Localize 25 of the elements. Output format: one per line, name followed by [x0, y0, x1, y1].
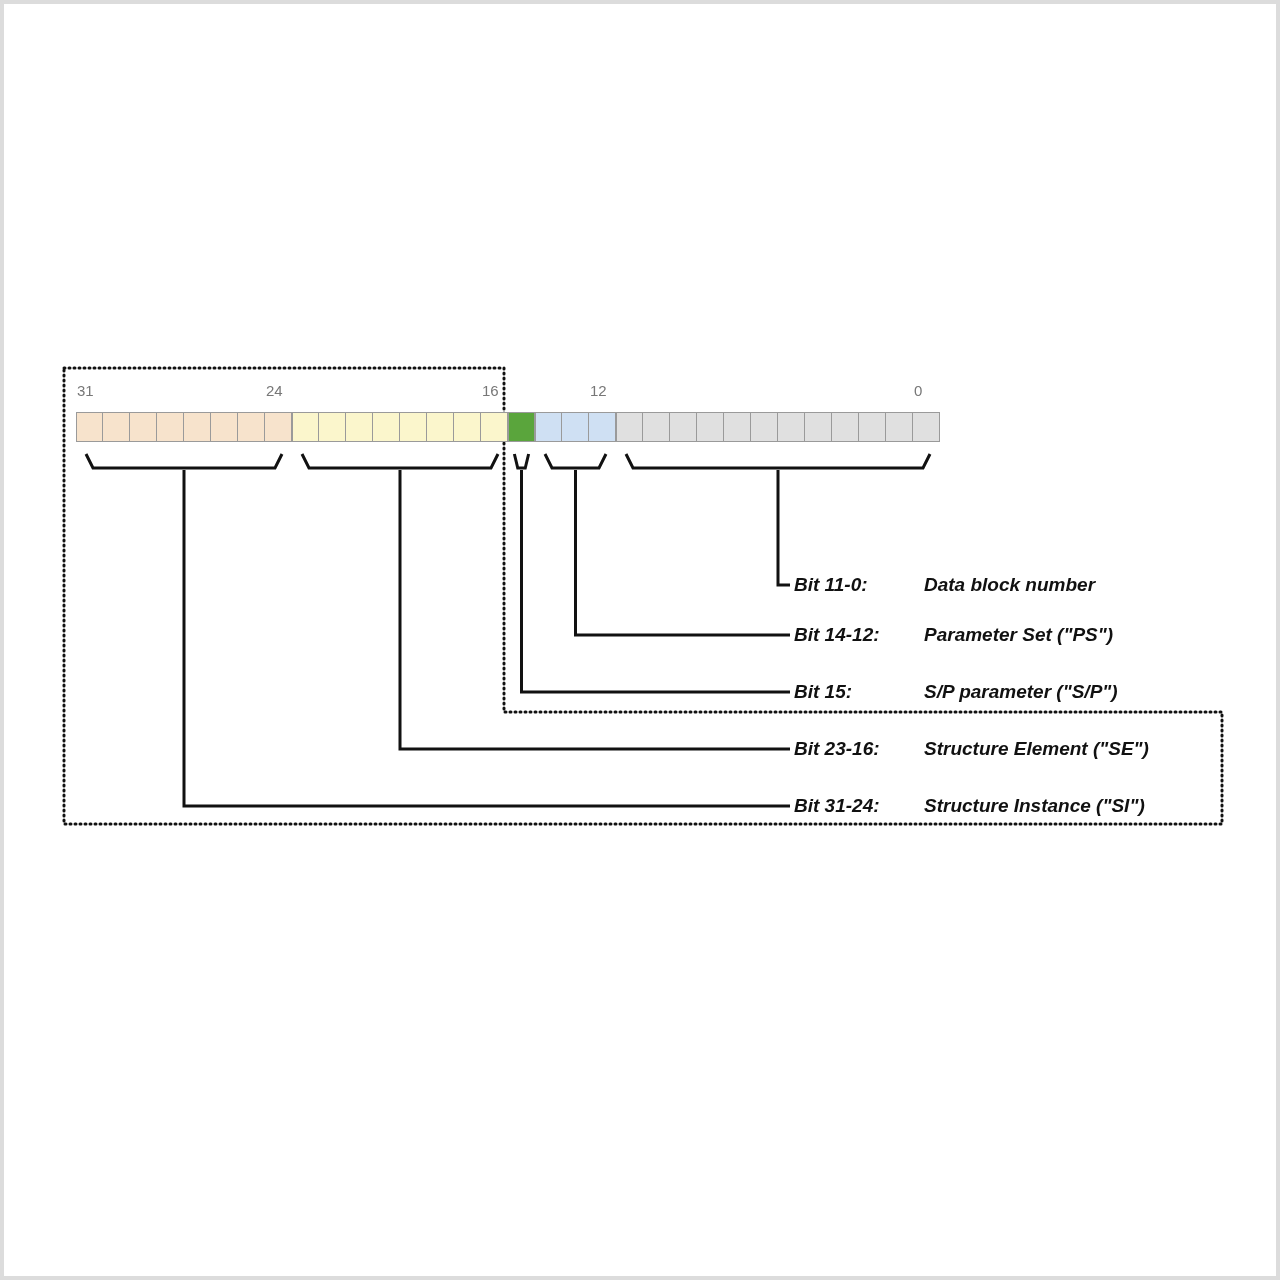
bit-range: Bit 14-12:: [794, 622, 881, 647]
leader-line: [182, 470, 790, 808]
bit-number: 31: [77, 383, 94, 398]
leader-line: [398, 470, 790, 751]
leader-line: [520, 470, 790, 694]
bit-field: [535, 412, 616, 470]
bit-number: 24: [266, 383, 283, 398]
bit-field: [76, 412, 292, 470]
bit-field: [292, 412, 508, 470]
bit-range: Bit 31-24:: [794, 793, 881, 818]
field-name: Structure Element ("SE"): [924, 736, 1149, 761]
bit-field: [616, 412, 940, 470]
field-name: Data block number: [924, 572, 1096, 597]
leader-line: [776, 470, 790, 587]
leader-line: [574, 470, 790, 637]
bit-number: 12: [590, 383, 607, 398]
bit-range: Bit 23-16:: [794, 736, 881, 761]
field-name: Parameter Set ("PS"): [924, 622, 1114, 647]
bit-range: Bit 15:: [794, 679, 854, 704]
bit-number: 16: [482, 383, 499, 398]
field-name: Structure Instance ("SI"): [924, 793, 1145, 818]
bit-range: Bit 11-0:: [794, 572, 869, 597]
bit-field: [508, 412, 535, 470]
bit-number: 0: [914, 383, 923, 398]
field-name: S/P parameter ("S/P"): [924, 679, 1118, 704]
